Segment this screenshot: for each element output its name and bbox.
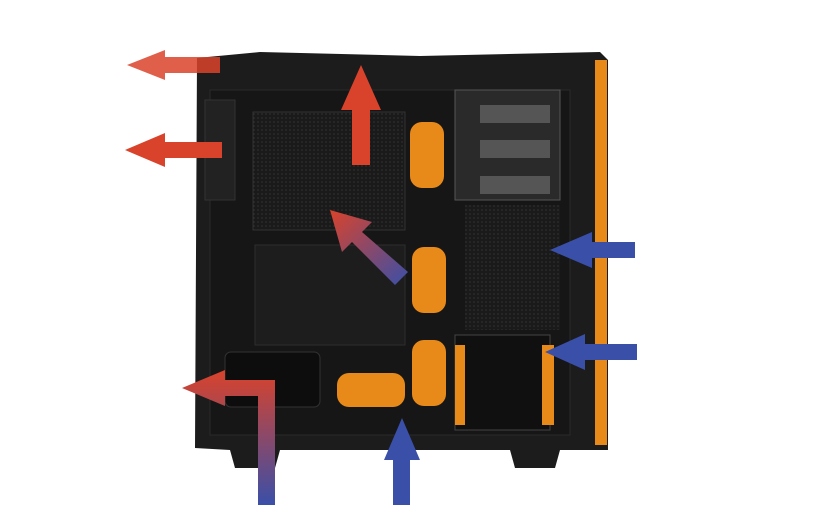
side-mesh [465, 205, 560, 330]
hdd-rail [542, 345, 554, 425]
mixed-arrow-diagonal [330, 210, 408, 285]
intake-arrow-bottom [384, 418, 420, 505]
exhaust-arrow-top [341, 65, 381, 165]
cable-grommet [337, 373, 405, 407]
drive-tray [480, 176, 550, 194]
hdd-cage [454, 334, 551, 431]
drive-tray [480, 140, 550, 158]
intake-arrow-front-upper [550, 232, 635, 268]
exhaust-arrow-rear [125, 133, 222, 167]
drive-tray [480, 105, 550, 123]
intake-arrow-front-lower [545, 334, 637, 370]
exhaust-arrow-top-left [127, 50, 220, 80]
cable-grommet [412, 247, 446, 313]
cable-grommet [410, 122, 444, 188]
cpu-cutout-mesh [252, 111, 406, 231]
hdd-rail [455, 345, 465, 425]
mixed-arrow-psu [182, 370, 275, 505]
cable-grommet [412, 340, 446, 406]
